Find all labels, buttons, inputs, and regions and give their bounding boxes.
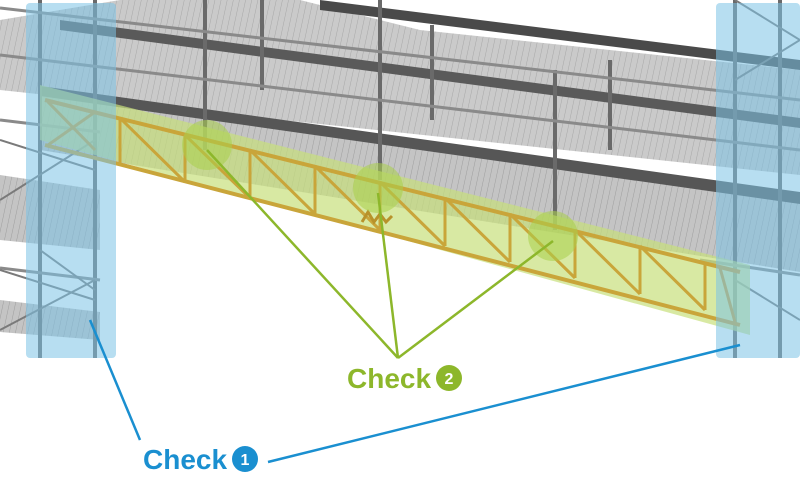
check1-label-text: Check	[143, 444, 227, 475]
check2-number-badge	[436, 365, 462, 391]
check2-label-text: Check	[347, 363, 431, 394]
check1-left-column	[26, 3, 116, 358]
upper-rail	[320, 0, 800, 70]
main-ledger	[40, 86, 800, 204]
check1-right-column	[716, 3, 800, 358]
check2-point-2	[353, 163, 403, 213]
check1-label: Check 1	[143, 444, 258, 475]
check2-label: Check 2	[347, 363, 462, 394]
check1-number-badge	[232, 446, 258, 472]
check1-number: 1	[241, 452, 250, 469]
check1-leaders	[88, 319, 741, 464]
check2-points	[182, 120, 578, 261]
check2-point-3	[528, 211, 578, 261]
check2-point-1	[182, 120, 232, 170]
check2-number: 2	[445, 371, 454, 388]
check2-leaders	[206, 149, 554, 359]
